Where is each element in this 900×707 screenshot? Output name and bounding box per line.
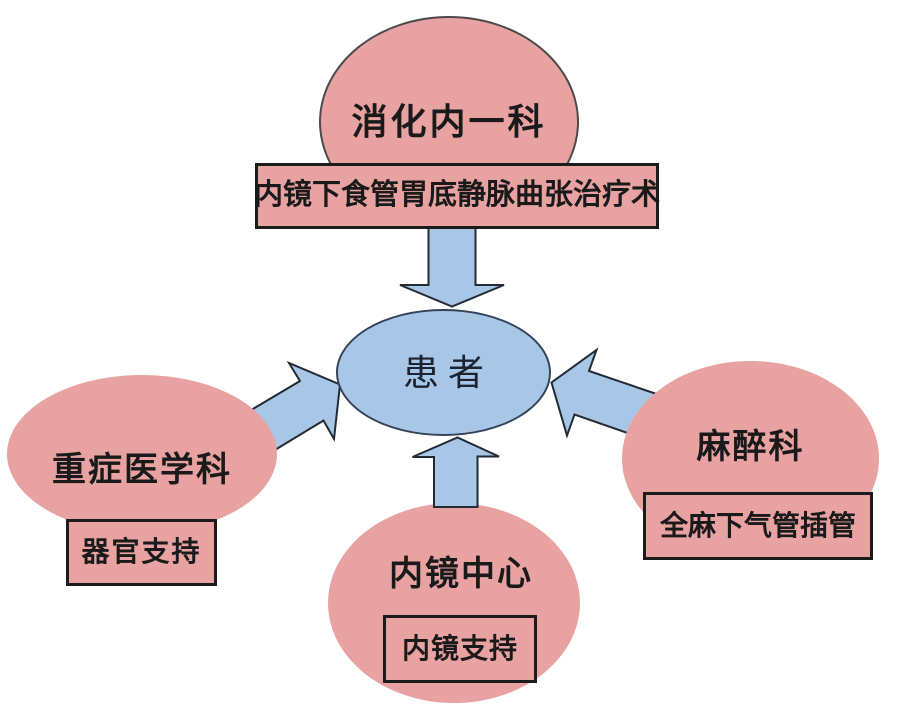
box-endoscopic-procedure: 内镜下食管胃底静脉曲张治疗术 — [254, 163, 661, 229]
box-organ-support: 器官支持 — [66, 519, 217, 586]
node-patient: 患者 — [336, 309, 551, 436]
digestive-dept-label: 消化内一科 — [351, 101, 547, 143]
intubation-label: 全麻下气管插管 — [659, 509, 856, 541]
endoscopic-procedure-label: 内镜下食管胃底静脉曲张治疗术 — [254, 179, 661, 212]
patient-label: 患者 — [402, 351, 493, 393]
node-critical-care-dept: 重症医学科 — [7, 375, 277, 533]
box-endoscopy-support: 内镜支持 — [383, 615, 537, 683]
arrow-bottom-to-patient-icon — [412, 436, 500, 508]
organ-support-label: 器官支持 — [81, 536, 202, 568]
critical-care-dept-label: 重症医学科 — [52, 451, 232, 490]
arrow-top-to-patient-icon — [399, 227, 505, 308]
box-intubation: 全麻下气管插管 — [643, 492, 873, 560]
anesthesiology-dept-label: 麻醉科 — [696, 427, 805, 466]
endoscopy-support-label: 内镜支持 — [401, 632, 518, 664]
endoscopy-center-label: 内镜中心 — [389, 555, 533, 594]
